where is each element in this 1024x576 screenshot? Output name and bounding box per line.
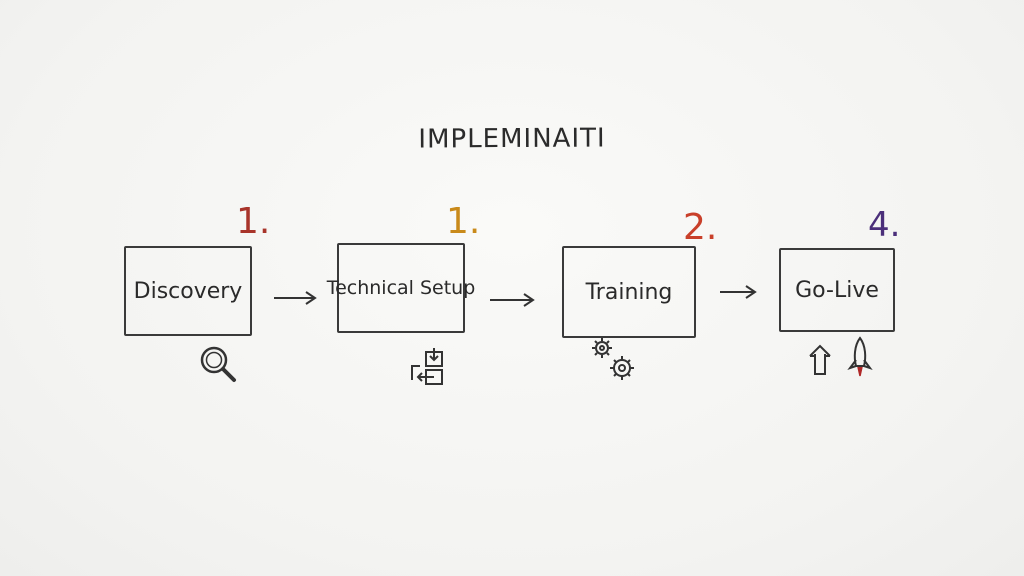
- step-number-3: 2.: [683, 207, 718, 248]
- step-box-discovery: Discovery: [124, 246, 252, 336]
- diagram-title: IMPLEMINAITI: [418, 123, 606, 155]
- sync-transfer-icon: [408, 346, 448, 386]
- step-box-technical-setup: Technical Setup: [327, 243, 475, 333]
- step-number-1: 1.: [236, 201, 271, 242]
- magnifier-icon: [196, 342, 240, 386]
- step-number-2: 1.: [446, 201, 481, 242]
- step-label-technical-setup: Technical Setup: [326, 277, 476, 299]
- upload-shirt-icon: [806, 342, 834, 378]
- rocket-icon: [846, 336, 874, 378]
- step-label-discovery: Discovery: [133, 278, 243, 304]
- step-box-go-live: Go-Live: [779, 248, 895, 332]
- step-label-go-live: Go-Live: [795, 277, 879, 303]
- step-label-training: Training: [585, 279, 673, 305]
- arrow-1: [272, 288, 320, 308]
- step-number-4: 4.: [868, 205, 901, 245]
- step-box-training: Training: [562, 246, 696, 338]
- gears-icon: [586, 336, 642, 386]
- arrow-2: [488, 290, 538, 310]
- arrow-3: [718, 282, 760, 302]
